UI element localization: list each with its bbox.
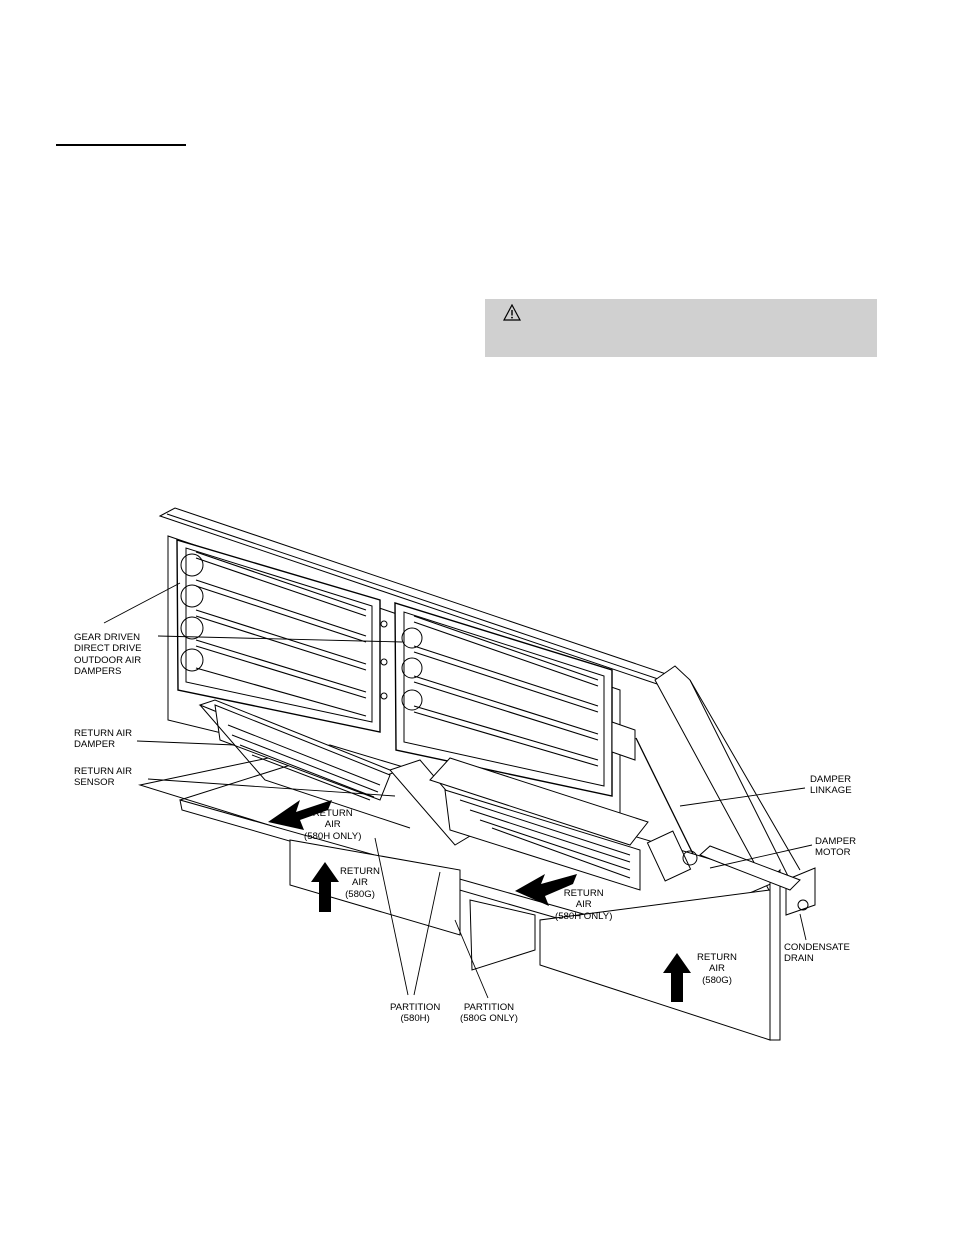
label-damper-linkage: DAMPER LINKAGE [810, 774, 852, 797]
label-return-air-580g-right: RETURN AIR (580G) [697, 952, 737, 986]
label-return-air-sensor: RETURN AIR SENSOR [74, 766, 133, 789]
label-condensate-drain: CONDENSATE DRAIN [784, 942, 850, 965]
damper-assembly-illustration [103, 507, 816, 1041]
warning-box [485, 299, 877, 357]
label-partition-580h: PARTITION (580H) [390, 1002, 441, 1025]
label-partition-580g: PARTITION (580G ONLY) [460, 1002, 518, 1025]
damper-assembly-figure: GEAR DRIVEN DIRECT DRIVE OUTDOOR AIR DAM… [0, 480, 954, 1080]
heading-underline [56, 144, 186, 146]
label-damper-motor: DAMPER MOTOR [815, 836, 857, 859]
warning-triangle-icon [503, 304, 521, 321]
label-gear-driven-dampers: GEAR DRIVEN DIRECT DRIVE OUTDOOR AIR DAM… [74, 632, 142, 678]
label-return-air-580h-left: RETURN AIR (580H ONLY) [304, 808, 362, 842]
label-return-air-580g-left: RETURN AIR (580G) [340, 866, 380, 900]
label-return-air-damper: RETURN AIR DAMPER [74, 728, 133, 751]
label-return-air-580h-right: RETURN AIR (580H ONLY) [555, 888, 613, 922]
